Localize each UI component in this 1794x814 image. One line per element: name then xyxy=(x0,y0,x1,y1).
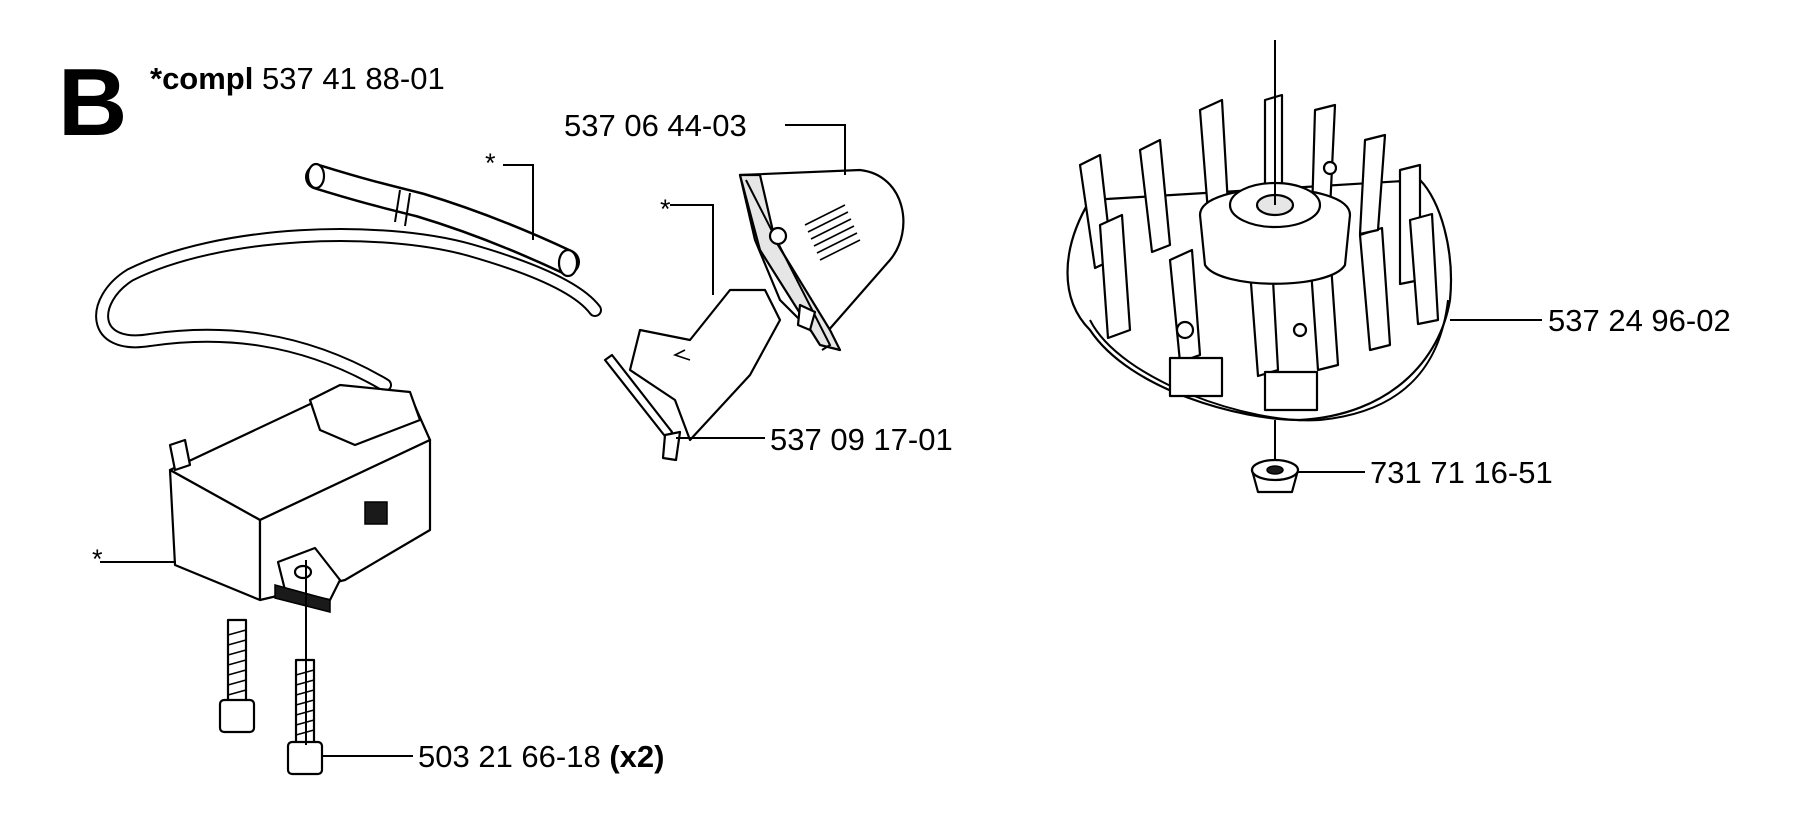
kit-marker-module: * xyxy=(92,544,103,574)
kit-prefix: *compl xyxy=(150,61,254,96)
ignition-module xyxy=(95,228,602,602)
screw-left xyxy=(218,618,256,734)
part-number-nut: 731 71 16-51 xyxy=(1370,457,1553,488)
deflector xyxy=(738,168,905,352)
vent-slots xyxy=(804,204,861,261)
section-letter: B xyxy=(58,49,128,156)
kit-marker-shield: * xyxy=(660,194,671,224)
kit-part-number: 537 41 88-01 xyxy=(261,61,445,96)
screw-quantity: (x2) xyxy=(609,739,665,774)
part-number-screw-text: 503 21 66-18 xyxy=(418,739,601,774)
kit-marker-hose: * xyxy=(485,148,496,178)
kit-callout: *compl 537 41 88-01 xyxy=(150,63,445,94)
part-number-screw: 503 21 66-18 (x2) xyxy=(418,741,664,772)
flywheel-nut xyxy=(1250,458,1300,494)
hose xyxy=(305,162,580,278)
part-number-nut-text: 731 71 16-51 xyxy=(1370,455,1553,490)
leader-lines xyxy=(100,124,1542,757)
part-number-deflector: 537 06 44-03 xyxy=(564,108,747,143)
part-number-flywheel: 537 24 96-02 xyxy=(1548,303,1731,338)
part-number-spring: 537 09 17-01 xyxy=(770,422,953,457)
flywheel xyxy=(1066,40,1453,468)
shield xyxy=(603,288,782,462)
